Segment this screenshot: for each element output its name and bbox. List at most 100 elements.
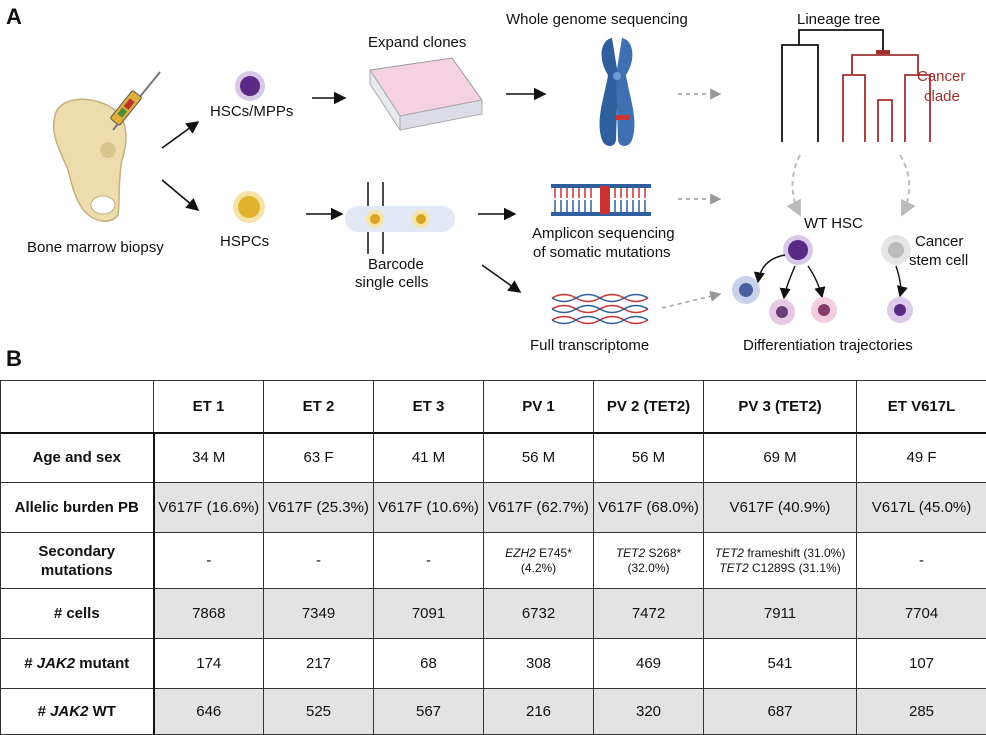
row-label-allelic: Allelic burden PB <box>1 483 154 533</box>
amplicon-label-2: of somatic mutations <box>533 244 671 261</box>
row-label-secondary-1: Secondary <box>38 543 115 560</box>
chromosome-icon <box>600 38 635 146</box>
table-cell: TET2 frameshift (31.0%) TET2 C1289S (31.… <box>704 533 857 589</box>
table-cell: EZH2 E745* (4.2%) <box>484 533 594 589</box>
hspc-label: HSPCs <box>220 233 269 250</box>
cancer-clade-label-1: Cancer <box>917 68 965 85</box>
barcode-label-1: Barcode <box>368 256 424 273</box>
lineage-tree <box>782 30 930 142</box>
table-cell: - <box>154 533 264 589</box>
amplicon-label-1: Amplicon sequencing <box>532 225 675 242</box>
table-cell: 7868 <box>154 589 264 639</box>
table-cell: 7704 <box>857 589 986 639</box>
table-cell: TET2 S268* (32.0%) <box>594 533 704 589</box>
row-label-secondary: Secondary mutations <box>1 533 154 589</box>
table-cell: V617F (25.3%) <box>264 483 374 533</box>
cancer-stem-label-2: stem cell <box>909 252 968 269</box>
table-cell: 687 <box>704 689 857 735</box>
table-cell: 285 <box>857 689 986 735</box>
row-label-secondary-2: mutations <box>41 562 113 579</box>
table-cell: 308 <box>484 639 594 689</box>
table-cell: 6732 <box>484 589 594 639</box>
label-part: # <box>38 703 51 720</box>
table-row: # JAK2 WT 646 525 567 216 320 687 285 <box>1 689 986 735</box>
mutation: S268* <box>645 546 681 560</box>
transcriptome-label: Full transcriptome <box>530 337 649 354</box>
table-cell: V617F (68.0%) <box>594 483 704 533</box>
transcriptome-icon <box>552 295 648 324</box>
cancer-clade-label-2: clade <box>924 88 960 105</box>
label-part: WT <box>88 703 116 720</box>
table-cell: 69 M <box>704 433 857 483</box>
lineage-tree-label: Lineage tree <box>797 11 880 28</box>
table-cell: 469 <box>594 639 704 689</box>
header-cell <box>1 381 154 433</box>
table-cell: 68 <box>374 639 484 689</box>
header-cell: ET 3 <box>374 381 484 433</box>
table-cell: 7472 <box>594 589 704 639</box>
gene-name: TET2 <box>719 561 748 575</box>
amplicon-icon <box>551 184 651 216</box>
row-label-cells: # cells <box>1 589 154 639</box>
table-cell: 174 <box>154 639 264 689</box>
mutation: C1289S (31.1%) <box>749 561 841 575</box>
table-row: Allelic burden PB V617F (16.6%) V617F (2… <box>1 483 986 533</box>
droplet-barcode-icon <box>345 182 455 254</box>
table-cell: 63 F <box>264 433 374 483</box>
table-cell: V617F (62.7%) <box>484 483 594 533</box>
gene-name: TET2 <box>616 546 645 560</box>
table-cell: 525 <box>264 689 374 735</box>
row-label-age: Age and sex <box>1 433 154 483</box>
table-cell: V617F (16.6%) <box>154 483 264 533</box>
table-cell: - <box>857 533 986 589</box>
wt-hsc-label: WT HSC <box>804 215 863 232</box>
row-label-mutant: # JAK2 mutant <box>1 639 154 689</box>
gene-name: EZH2 <box>505 546 536 560</box>
table-cell: 107 <box>857 639 986 689</box>
gene-name: TET2 <box>715 546 744 560</box>
table-cell: 7911 <box>704 589 857 639</box>
header-cell: PV 2 (TET2) <box>594 381 704 433</box>
table-cell: 646 <box>154 689 264 735</box>
syringe-icon <box>110 72 160 130</box>
table-cell: V617L (45.0%) <box>857 483 986 533</box>
workflow-diagram <box>0 0 986 380</box>
gene-name: JAK2 <box>50 703 88 720</box>
table-cell: 320 <box>594 689 704 735</box>
bone-marrow-label: Bone marrow biopsy <box>27 239 164 256</box>
table-row: Secondary mutations - - - EZH2 E745* (4.… <box>1 533 986 589</box>
row-label-wt: # JAK2 WT <box>1 689 154 735</box>
header-row: ET 1 ET 2 ET 3 PV 1 PV 2 (TET2) PV 3 (TE… <box>1 381 986 433</box>
header-cell: PV 1 <box>484 381 594 433</box>
header-cell: PV 3 (TET2) <box>704 381 857 433</box>
wgs-label: Whole genome sequencing <box>506 11 688 28</box>
table-cell: 7349 <box>264 589 374 639</box>
barcode-label-2: single cells <box>355 274 428 291</box>
header-cell: ET V617L <box>857 381 986 433</box>
table-cell: V617F (10.6%) <box>374 483 484 533</box>
gene-name: JAK2 <box>37 655 75 672</box>
well-plate-icon <box>370 58 482 130</box>
vaf: (4.2%) <box>521 561 556 575</box>
label-part: # <box>24 655 37 672</box>
table-cell: - <box>264 533 374 589</box>
patient-table: ET 1 ET 2 ET 3 PV 1 PV 2 (TET2) PV 3 (TE… <box>0 380 986 735</box>
mutation: frameshift (31.0%) <box>744 546 845 560</box>
cancer-stem-label-1: Cancer <box>915 233 963 250</box>
table-cell: - <box>374 533 484 589</box>
table-cell: 217 <box>264 639 374 689</box>
vaf: (32.0%) <box>627 561 669 575</box>
header-cell: ET 1 <box>154 381 264 433</box>
table-cell: 49 F <box>857 433 986 483</box>
table-cell: 56 M <box>484 433 594 483</box>
table-cell: 541 <box>704 639 857 689</box>
table-cell: 7091 <box>374 589 484 639</box>
table-cell: 34 M <box>154 433 264 483</box>
expand-clones-label: Expand clones <box>368 34 466 51</box>
table-row: Age and sex 34 M 63 F 41 M 56 M 56 M 69 … <box>1 433 986 483</box>
label-part: mutant <box>75 655 129 672</box>
hsc-mpp-label: HSCs/MPPs <box>210 103 293 120</box>
header-cell: ET 2 <box>264 381 374 433</box>
table-cell: 41 M <box>374 433 484 483</box>
table-cell: 567 <box>374 689 484 735</box>
